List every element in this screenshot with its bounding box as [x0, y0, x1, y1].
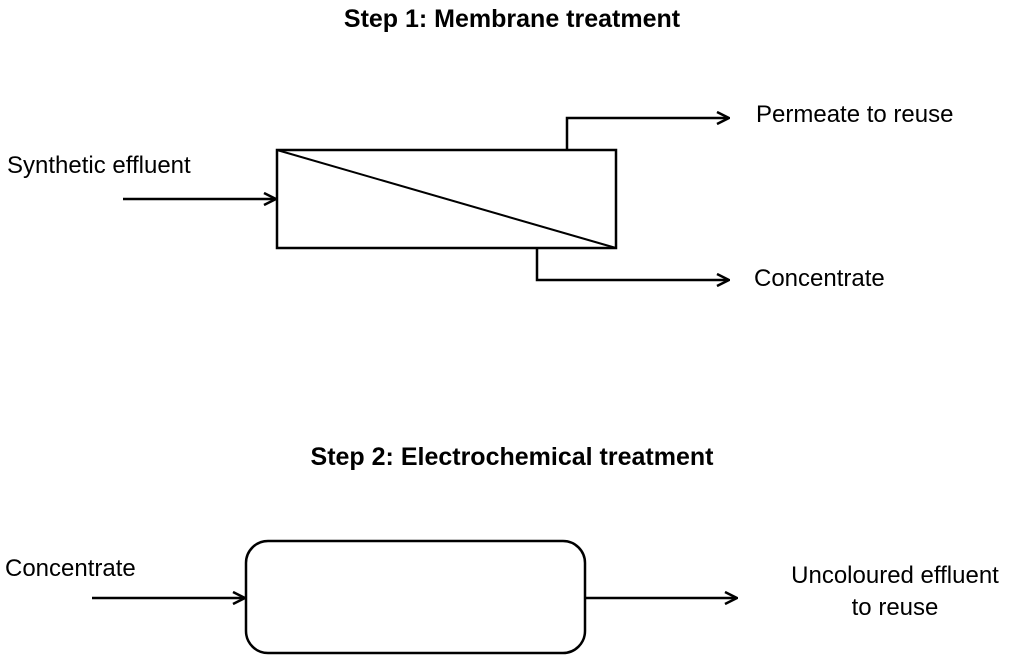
step2-title: Step 2: Electrochemical treatment	[310, 443, 714, 471]
step1-title: Step 1: Membrane treatment	[343, 5, 681, 33]
uncoloured-effluent-label: Uncoloured effluent to reuse	[770, 560, 1020, 624]
synthetic-effluent-label: Synthetic effluent	[7, 152, 191, 179]
electrochemical-reactor	[244, 539, 587, 655]
uncoloured-effluent-line1: Uncoloured effluent	[791, 562, 999, 589]
permeate-arrow	[565, 118, 728, 150]
membrane-module	[275, 148, 618, 250]
uncoloured-effluent-line2: to reuse	[851, 594, 939, 621]
concentrate-input-label: Concentrate	[5, 555, 136, 582]
permeate-label: Permeate to reuse	[756, 101, 954, 128]
concentrate-label: Concentrate	[754, 265, 885, 292]
concentrate-arrow	[535, 248, 728, 280]
